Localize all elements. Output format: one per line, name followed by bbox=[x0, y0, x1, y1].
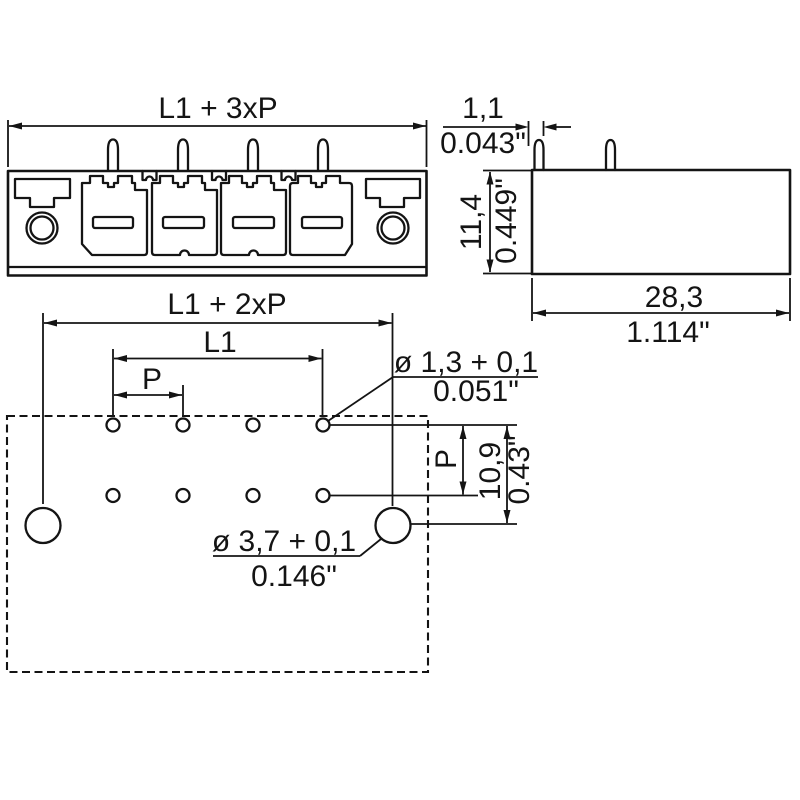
side-view-dimensions: 1,1 0.043" 11,4 0.449" 28,3 1.114" bbox=[440, 92, 791, 349]
dim-depth-inch-label: 1.114" bbox=[626, 316, 710, 349]
pin-hole-r1-3 bbox=[245, 417, 261, 433]
dim-l1-2xp-label: L1 + 2xP bbox=[167, 288, 286, 321]
pcb-outline bbox=[5, 414, 430, 674]
front-pin-2 bbox=[176, 138, 190, 172]
side-housing-outline bbox=[530, 168, 792, 276]
pin-hole-r1-2 bbox=[175, 417, 191, 433]
pole-3 bbox=[219, 174, 288, 257]
dim-pitch-label: P bbox=[142, 363, 162, 396]
front-pin-1 bbox=[106, 138, 120, 172]
dim-pin-width-mm-label: 1,1 bbox=[462, 92, 504, 125]
front-view-dimensions: L1 + 3xP bbox=[7, 92, 428, 167]
flange-ring-left-outer bbox=[25, 211, 59, 245]
mounting-flange-cutout-left bbox=[13, 177, 72, 209]
pole-2 bbox=[150, 174, 219, 257]
dim-height-mm-label: 11,4 bbox=[455, 194, 488, 250]
dim-l1-3xp-label: L1 + 3xP bbox=[158, 92, 277, 125]
dim-row-offset-mm-label: 10,9 bbox=[474, 442, 507, 500]
side-view bbox=[530, 138, 792, 276]
flange-ring-right-outer bbox=[376, 211, 410, 245]
large-hole-dia-mm-label: ø 3,7 + 0,1 bbox=[212, 525, 356, 558]
side-pin-1 bbox=[533, 138, 545, 172]
mounting-flange-cutout-right bbox=[364, 177, 422, 209]
dim-l1-label: L1 bbox=[203, 326, 236, 359]
front-housing-outline bbox=[6, 169, 428, 277]
dim-row-offset-inch-label: 0.43" bbox=[503, 435, 536, 504]
flange-ring-right-inner bbox=[380, 215, 406, 241]
pin-hole-r1-1 bbox=[105, 417, 121, 433]
mounting-hole-right bbox=[374, 506, 412, 545]
pin-hole-r2-1 bbox=[105, 487, 121, 504]
contact-slot-3 bbox=[231, 215, 276, 230]
pole-web-1 bbox=[141, 169, 158, 182]
contact-slot-4 bbox=[300, 215, 344, 230]
front-pin-4 bbox=[316, 138, 330, 172]
pin-hole-r2-4 bbox=[315, 487, 331, 504]
pole-web-3 bbox=[280, 169, 297, 182]
small-hole-dia-mm-label: ø 1,3 + 0,1 bbox=[394, 346, 538, 379]
large-hole-dia-inch-label: 0.146" bbox=[251, 560, 337, 593]
pin-hole-r2-2 bbox=[175, 487, 191, 504]
small-hole-dia-inch-label: 0.051" bbox=[433, 375, 519, 408]
dim-pitch-vertical-label: P bbox=[430, 449, 463, 469]
flange-ring-left-inner bbox=[29, 215, 55, 241]
pole-1 bbox=[80, 174, 149, 257]
footprint-view bbox=[5, 414, 430, 674]
side-pin-2 bbox=[604, 138, 617, 172]
pole-web-2 bbox=[210, 169, 228, 182]
footprint-dimensions: L1 + 2xP L1 P ø 1,3 + 0,1 0.051" P 10,9 bbox=[42, 288, 538, 593]
mounting-hole-left bbox=[24, 506, 62, 545]
dim-pin-width-inch-label: 0.043" bbox=[440, 127, 526, 160]
dim-height-inch-label: 0.449" bbox=[490, 178, 523, 264]
contact-slot-2 bbox=[161, 215, 206, 230]
contact-slot-1 bbox=[91, 215, 135, 230]
pin-hole-r1-4 bbox=[315, 417, 331, 433]
dim-depth-mm-label: 28,3 bbox=[645, 281, 703, 314]
pin-hole-r2-3 bbox=[245, 487, 261, 504]
front-view bbox=[6, 138, 428, 277]
pole-4 bbox=[288, 174, 354, 257]
front-pin-3 bbox=[246, 138, 260, 172]
